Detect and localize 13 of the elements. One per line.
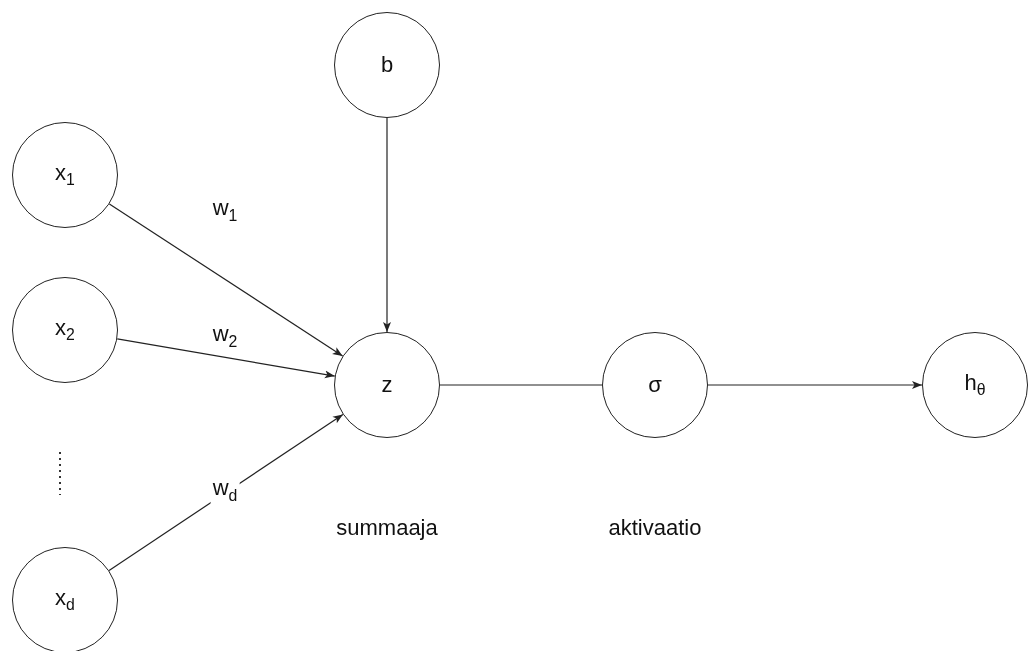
arrow: [116, 338, 336, 379]
node-label: x$_{1}$: [55, 160, 75, 190]
node-caption: aktivaatio: [608, 515, 702, 541]
node-label: h$_{θ}$: [964, 370, 986, 400]
node-label: z: [381, 372, 393, 398]
arrow: [707, 381, 923, 389]
node-label: b: [380, 52, 394, 78]
node-label: x$_{2}$: [55, 315, 75, 345]
arrow: [383, 117, 391, 333]
node-caption: summaaja: [336, 515, 438, 541]
node-label: σ: [648, 372, 662, 398]
node-label: x$_{d}$: [55, 585, 75, 615]
arrow: [108, 203, 344, 357]
